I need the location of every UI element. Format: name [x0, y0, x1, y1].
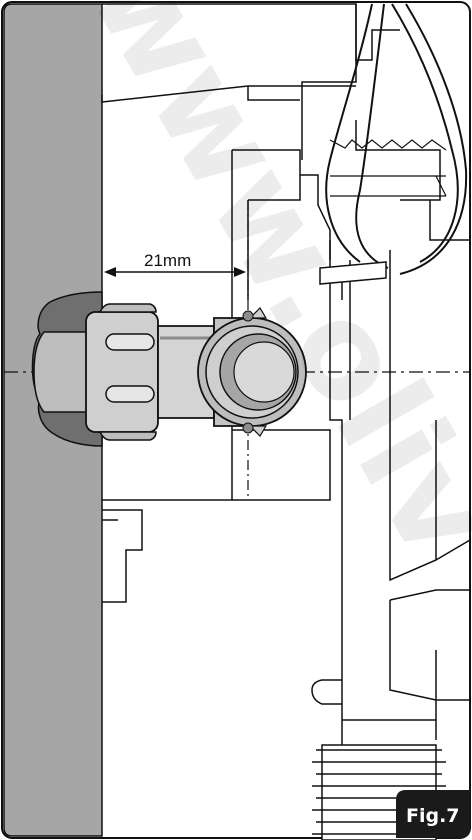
dimension-indicator [104, 267, 246, 277]
hose-connector-nut [85, 303, 159, 441]
cable-clip [319, 261, 387, 285]
housing-ribs [329, 139, 447, 197]
fig-label: Fig.7 [406, 805, 460, 827]
pipe-stub [33, 331, 103, 413]
wiring-cables [325, 3, 468, 275]
dimension-label: 21mm [144, 251, 191, 270]
fig-badge [396, 790, 470, 838]
appliance-body [101, 3, 471, 840]
elbow-fitting [197, 307, 307, 437]
